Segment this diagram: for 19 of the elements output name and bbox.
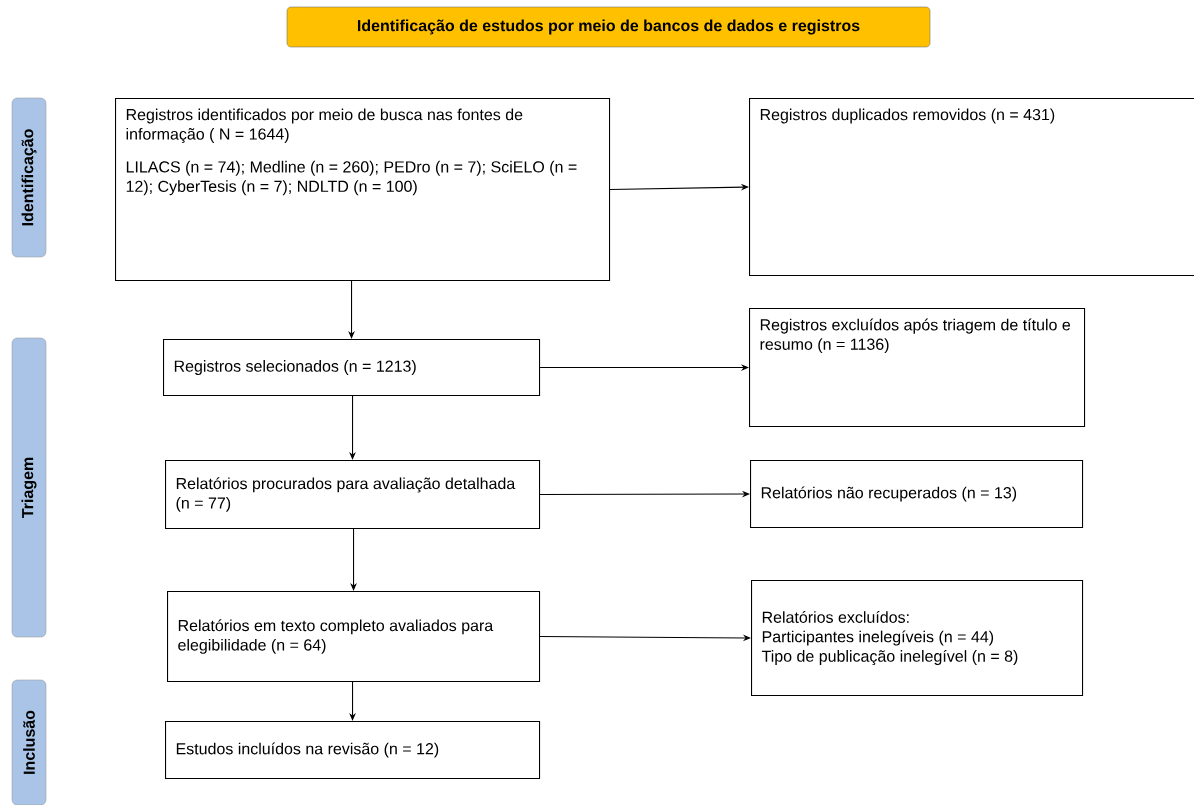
process-box: Relatórios excluídos: Participantes inelegíveis (n = 44) Tipo de publicação inelegível (n = 8): [751, 580, 1084, 697]
arrow: [349, 395, 356, 460]
process-box: Relatórios não recuperados (n = 13): [750, 460, 1084, 529]
process-box: Registros selecionados (n = 1213): [163, 339, 541, 397]
arrow: [609, 183, 749, 191]
stage-band: Identificação: [11, 97, 47, 258]
arrow: [539, 364, 749, 371]
arrow: [348, 280, 355, 339]
process-box: Registros excluídos após triagem de título e resumo (n = 1136): [749, 308, 1086, 428]
process-box: Registros duplicados removidos (n = 431): [749, 98, 1194, 277]
arrow: [350, 528, 357, 591]
stage-band: Triagem: [11, 337, 47, 638]
arrow: [349, 681, 356, 721]
process-box: Registros identificados por meio de busca nas fontes de informação ( N = 1644) LILACS (n = 74); Medline (n = 260); PEDro (n = 7); SciELO (n = 12); CyberTesis (n = 7); NDLTD (n = 100): [115, 98, 611, 282]
stage-band: Inclusão: [11, 679, 47, 805]
title-box: Identificação de estudos por meio de bancos de dados e registros: [286, 6, 931, 48]
process-box: Relatórios procurados para avaliação detalhada (n = 77): [165, 460, 541, 530]
process-box: Estudos incluídos na revisão (n = 12): [165, 721, 541, 780]
process-box: Relatórios em texto completo avaliados para elegibilidade (n = 64): [167, 591, 541, 683]
